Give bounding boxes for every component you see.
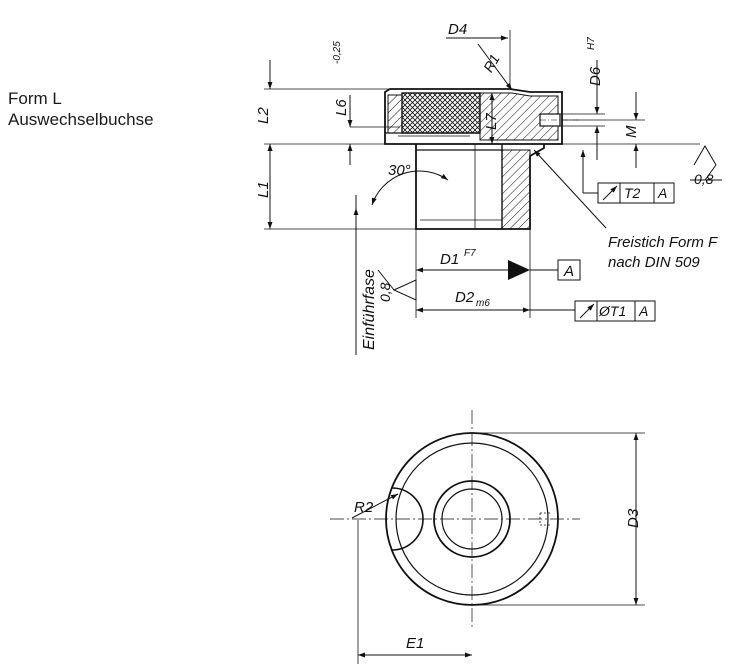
knurled-insert <box>401 92 481 134</box>
label-roughness: 0,8 <box>694 171 714 187</box>
tolerance-frame-t2: T2 A <box>580 150 675 204</box>
head-outline <box>384 88 563 145</box>
label-t2: T2 <box>624 185 641 201</box>
runout-arrow-icon <box>579 303 595 319</box>
label-l7: L7 <box>483 113 500 130</box>
label-roughness-left: 0,8 <box>377 282 393 302</box>
bore-circle <box>433 480 511 558</box>
label-l6: L6 <box>333 99 350 116</box>
label-r2: R2 <box>354 499 374 516</box>
caption-form: Form L <box>8 89 62 108</box>
front-view: R2 D3 E1 <box>330 410 645 664</box>
label-t1: ØT1 <box>598 303 626 319</box>
label-einfuhrfase: Einführfase <box>361 269 378 350</box>
label-freistich-2: nach DIN 509 <box>608 254 700 271</box>
roughness-triangle-icon <box>392 279 417 301</box>
datum-a-box: A <box>563 263 574 280</box>
label-l6-tol: -0,25 <box>332 41 343 64</box>
label-m: M <box>623 125 640 138</box>
label-d4: D4 <box>448 21 467 38</box>
label-l1: L1 <box>255 181 272 198</box>
label-e1: E1 <box>406 635 424 652</box>
label-t2-datum: A <box>657 185 667 201</box>
label-d6: D6 <box>587 66 604 86</box>
label-d2-tol: m6 <box>476 298 490 309</box>
datum-triangle-icon <box>508 260 530 280</box>
label-t1-datum: A <box>638 303 648 319</box>
label-d1: D1 <box>440 251 459 268</box>
label-l2: L2 <box>255 107 272 124</box>
label-d1-tol: F7 <box>464 248 476 259</box>
label-freistich-1: Freistich Form F <box>608 234 718 251</box>
label-angle: 30° <box>388 162 411 179</box>
label-d2: D2 <box>455 289 475 306</box>
caption-title: Auswechselbuchse <box>8 110 154 129</box>
label-d3: D3 <box>625 508 642 528</box>
tolerance-frame-t1: ØT1 A <box>574 300 656 322</box>
side-view: D4 R1 L2 L6 -0,25 L7 D6 H7 M L1 <box>255 21 722 355</box>
label-d6-tol: H7 <box>586 37 597 50</box>
outer-circle <box>385 432 559 606</box>
form-caption: Form L Auswechselbuchse <box>8 88 154 130</box>
label-r1: R1 <box>480 51 503 75</box>
